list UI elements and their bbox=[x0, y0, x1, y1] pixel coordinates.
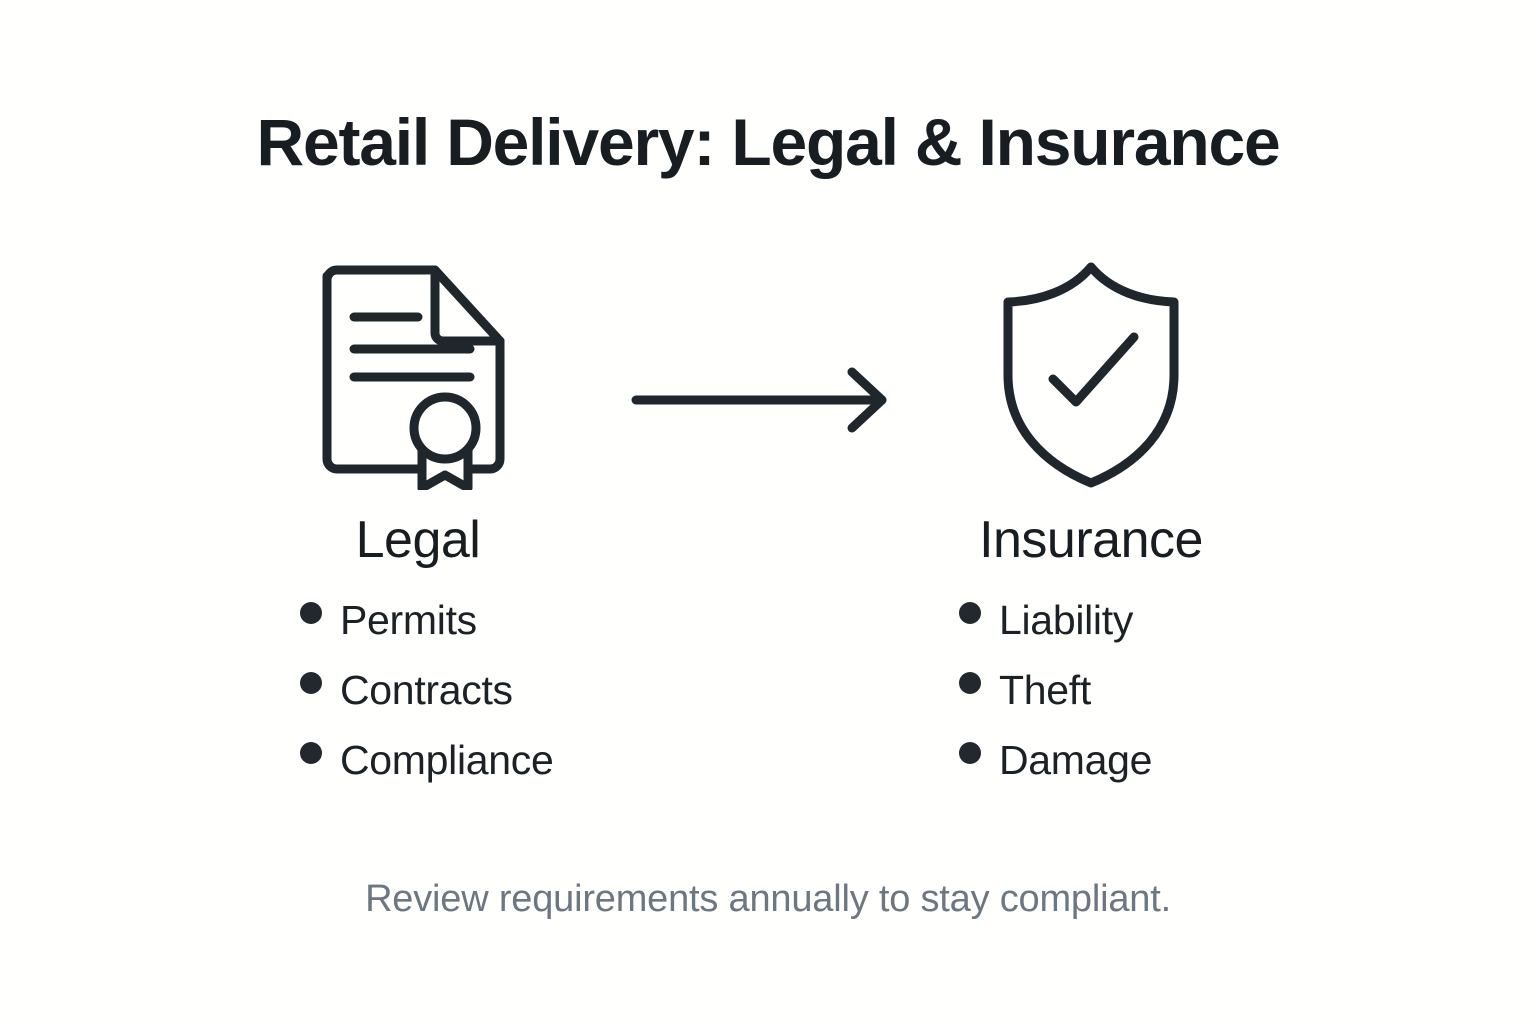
list-item: Compliance bbox=[300, 737, 730, 807]
column-heading-insurance: Insurance bbox=[979, 511, 1203, 569]
bullet-label: Liability bbox=[999, 597, 1134, 644]
list-item: Liability bbox=[959, 597, 1389, 667]
list-item: Contracts bbox=[300, 667, 730, 737]
bullet-dot-icon bbox=[300, 672, 322, 695]
shield-check-icon bbox=[1003, 262, 1179, 488]
legal-icon-wrap bbox=[203, 255, 633, 490]
bullet-dot-icon bbox=[959, 602, 981, 625]
bullet-dot-icon bbox=[959, 742, 981, 765]
bullet-label: Compliance bbox=[340, 737, 554, 784]
bullet-list-insurance: Liability Theft Damage bbox=[876, 597, 1389, 807]
column-heading-legal: Legal bbox=[355, 511, 481, 569]
column-insurance: Insurance Liability Theft Damage bbox=[876, 255, 1306, 807]
column-legal: Legal Permits Contracts Compliance bbox=[203, 255, 633, 807]
bullet-dot-icon bbox=[300, 742, 322, 765]
bullet-label: Contracts bbox=[340, 667, 513, 714]
bullet-dot-icon bbox=[300, 602, 322, 625]
seal-circle-icon bbox=[409, 392, 481, 464]
list-item: Damage bbox=[959, 737, 1389, 807]
bullet-list-legal: Permits Contracts Compliance bbox=[203, 597, 730, 807]
flow-connector bbox=[620, 360, 905, 440]
certificate-document-icon bbox=[322, 265, 505, 490]
bullet-dot-icon bbox=[959, 672, 981, 695]
page-title: Retail Delivery: Legal & Insurance bbox=[256, 105, 1281, 179]
bullet-label: Damage bbox=[999, 737, 1153, 784]
bullet-label: Theft bbox=[999, 667, 1091, 714]
bullet-label: Permits bbox=[340, 597, 477, 644]
list-item: Theft bbox=[959, 667, 1389, 737]
right-arrow-icon bbox=[631, 367, 887, 433]
insurance-icon-wrap bbox=[876, 255, 1306, 490]
footer-note: Review requirements annually to stay com… bbox=[365, 878, 1171, 920]
list-item: Permits bbox=[300, 597, 730, 667]
